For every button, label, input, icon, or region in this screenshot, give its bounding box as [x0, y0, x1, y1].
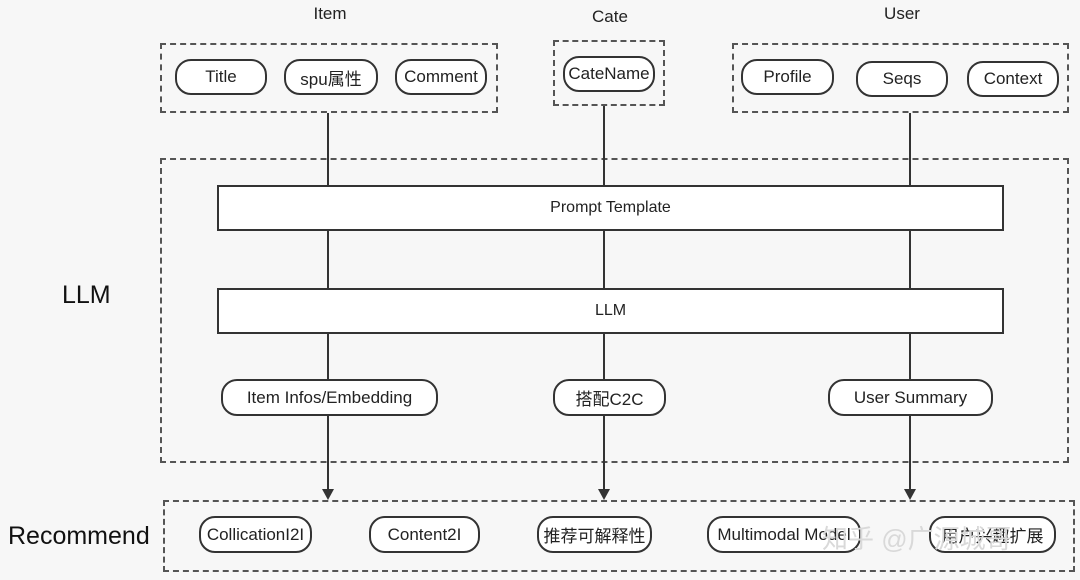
llm-section-box	[160, 158, 1069, 463]
output-match-c2c: 搭配C2C	[553, 379, 666, 416]
user-field-context: Context	[967, 61, 1059, 97]
item-field-title: Title	[175, 59, 267, 95]
cate-field-catename: CateName	[563, 56, 655, 92]
recommend-item-collication: CollicationI2I	[199, 516, 312, 553]
user-field-profile: Profile	[741, 59, 834, 95]
prompt-template-bar: Prompt Template	[217, 185, 1004, 231]
cate-group-label: Cate	[592, 7, 628, 26]
output-user-summary: User Summary	[828, 379, 993, 416]
user-group-label: User	[884, 4, 920, 23]
user-arrow-head	[904, 489, 916, 500]
llm-section-label: LLM	[62, 281, 111, 309]
recommend-item-multimodal: Multimodal Model	[707, 516, 861, 553]
item-field-spu: spu属性	[284, 59, 378, 95]
recommend-section-label: Recommend	[8, 522, 150, 550]
zhihu-watermark: 知乎 @广源城哥	[822, 524, 1012, 554]
cate-group-box	[553, 40, 665, 106]
item-arrow-head	[322, 489, 334, 500]
recommend-item-content2i: Content2I	[369, 516, 480, 553]
item-group-label: Item	[313, 4, 347, 23]
recommend-item-interest-expansion: 用户兴趣扩展	[929, 516, 1056, 553]
output-item-infos: Item Infos/Embedding	[221, 379, 438, 416]
cate-arrow-head	[598, 489, 610, 500]
recommend-section-box	[163, 500, 1075, 572]
user-group-box	[732, 43, 1069, 113]
item-group-box	[160, 43, 498, 113]
recommend-item-explainability: 推荐可解释性	[537, 516, 652, 553]
item-field-comment: Comment	[395, 59, 487, 95]
user-field-seqs: Seqs	[856, 61, 948, 97]
llm-model-bar: LLM	[217, 288, 1004, 334]
